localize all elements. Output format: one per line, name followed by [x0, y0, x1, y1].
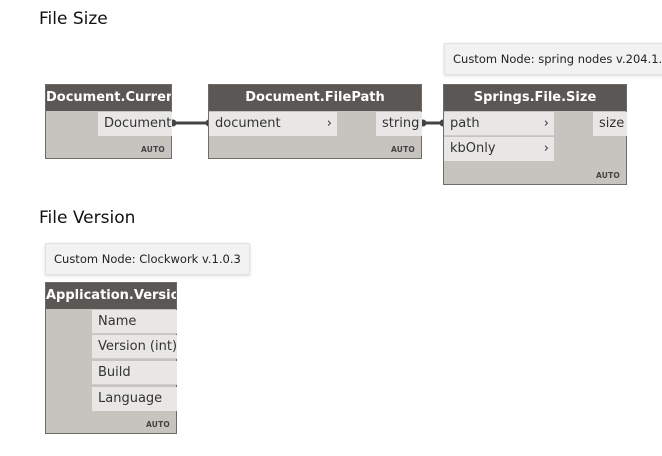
- tooltip-custom-node-spring: Custom Node: spring nodes v.204.1.0: [444, 43, 662, 75]
- section-title-file-size: File Size: [39, 9, 108, 29]
- chevron-right-icon: ›: [543, 116, 549, 131]
- output-port-build[interactable]: Build: [92, 361, 177, 385]
- input-port-document[interactable]: document ›: [209, 112, 337, 136]
- output-port-document[interactable]: Document: [98, 112, 172, 136]
- output-port-version-int[interactable]: Version (int): [92, 335, 177, 359]
- node-application-version[interactable]: Application.Version Name Version (int) B…: [45, 282, 177, 434]
- chevron-right-icon: ›: [326, 116, 332, 131]
- auto-label: AUTO: [141, 145, 165, 154]
- output-port-string[interactable]: string: [376, 112, 422, 136]
- auto-label: AUTO: [391, 145, 415, 154]
- node-document-current[interactable]: Document.Current Document AUTO: [45, 84, 172, 159]
- output-port-language[interactable]: Language: [92, 387, 177, 411]
- node-title[interactable]: Document.FilePath: [209, 85, 421, 111]
- tooltip-custom-node-clockwork: Custom Node: Clockwork v.1.0.3: [45, 243, 250, 275]
- node-title[interactable]: Springs.File.Size: [444, 85, 626, 111]
- node-springs-file-size[interactable]: Springs.File.Size path › kbOnly › size A…: [443, 84, 627, 185]
- auto-label: AUTO: [146, 420, 170, 429]
- input-port-label: document: [215, 116, 281, 131]
- output-port-name[interactable]: Name: [92, 310, 177, 334]
- node-document-filepath[interactable]: Document.FilePath document › string AUTO: [208, 84, 422, 159]
- node-title[interactable]: Document.Current: [46, 85, 171, 111]
- input-port-kbonly[interactable]: kbOnly ›: [444, 137, 554, 161]
- output-port-size[interactable]: size: [593, 112, 627, 136]
- input-port-path[interactable]: path ›: [444, 112, 554, 136]
- section-title-file-version: File Version: [39, 208, 136, 228]
- auto-label: AUTO: [596, 171, 620, 180]
- node-title[interactable]: Application.Version: [46, 283, 176, 309]
- input-port-label: path: [450, 116, 480, 131]
- chevron-right-icon: ›: [543, 141, 549, 156]
- input-port-label: kbOnly: [450, 141, 496, 156]
